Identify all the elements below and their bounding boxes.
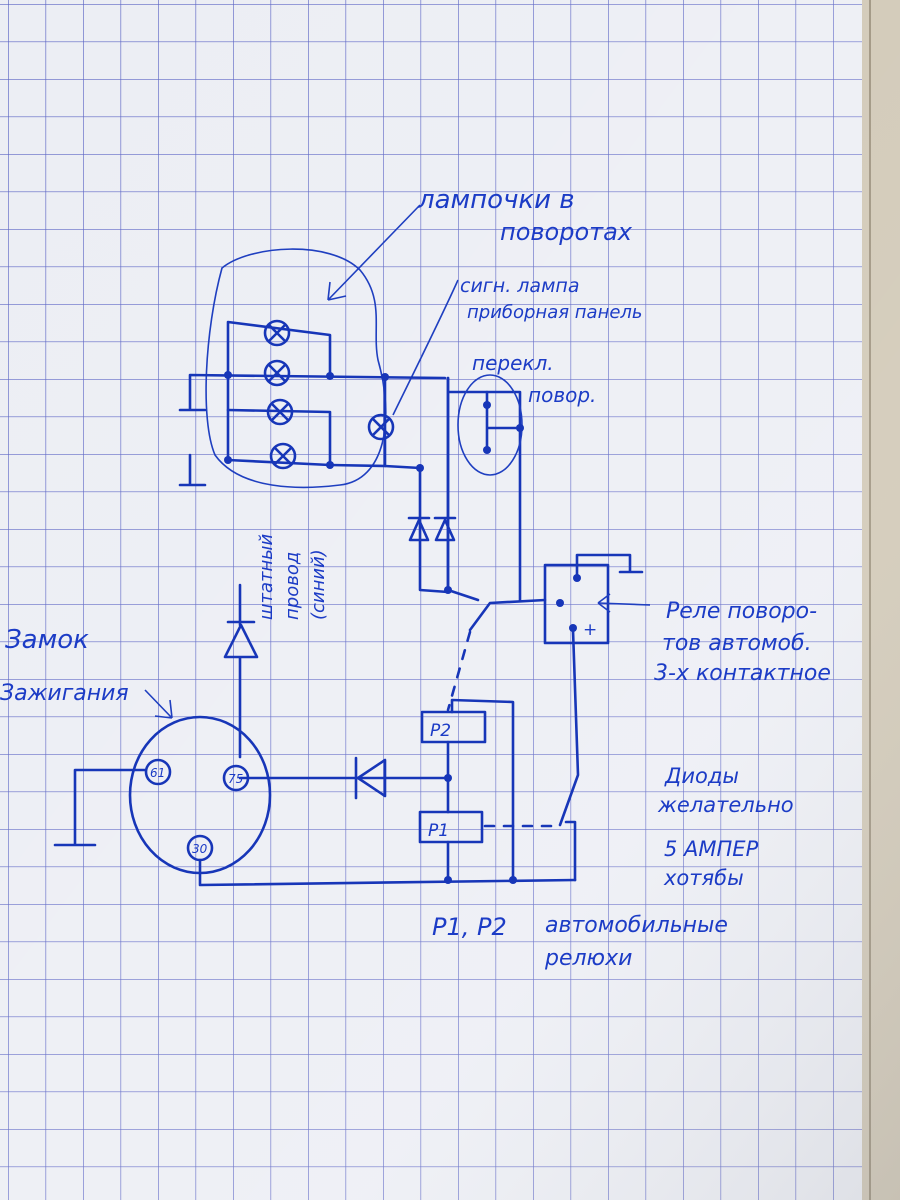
- label-stock-wire: штатный: [256, 534, 277, 620]
- label-ignition-lock: Замок: [5, 625, 89, 655]
- label-switch: повор.: [528, 383, 596, 407]
- ignition-lock: 61 75 30: [53, 689, 272, 875]
- arrow-to-lamps: [327, 204, 421, 301]
- label-flasher-relay: 3-х контактное: [654, 661, 831, 686]
- relay-p1: P1: [418, 810, 577, 882]
- svg-text:P1: P1: [428, 821, 449, 841]
- label-diodes-note: 5 АМПЕР: [664, 837, 759, 861]
- label-relays-caption: автомобильные: [545, 913, 728, 938]
- arrow-to-signal-lamp: [392, 279, 459, 416]
- label-stock-wire: провод: [282, 552, 303, 620]
- relay-p2: P2: [420, 698, 515, 882]
- label-diodes-note: хотябы: [663, 866, 744, 890]
- diode-icon: [223, 583, 259, 759]
- annotations: лампочки в поворотах сигн. лампа приборн…: [0, 185, 831, 971]
- flasher-relay: +: [543, 553, 651, 645]
- turn-signal-switch: [457, 374, 524, 476]
- mechanical-link-p2: [446, 630, 472, 712]
- lamp-icon: [263, 319, 291, 347]
- label-flasher-relay: Реле поворо-: [666, 599, 817, 624]
- signal-lamp-icon: [367, 413, 395, 441]
- label-signal-lamp: сигн. лампа: [460, 275, 579, 297]
- ground-return-wire: [198, 858, 577, 887]
- label-diodes-note: Диоды: [664, 764, 739, 788]
- terminal-61: 61: [150, 766, 165, 780]
- diode-icon: [354, 756, 387, 800]
- label-ignition-lock: Зажигания: [0, 681, 129, 706]
- label-stock-wire: (синий): [308, 549, 329, 620]
- terminal-30: 30: [192, 842, 208, 856]
- label-turn-lamps: поворотах: [500, 218, 633, 246]
- terminal-75: 75: [228, 772, 243, 786]
- relay-p2-contact: [446, 588, 547, 632]
- diode-icon: [433, 516, 457, 542]
- relay-plus-wire: [558, 628, 580, 827]
- label-relays-caption: P1, P2: [432, 913, 507, 941]
- turn-signal-lamps: [263, 319, 395, 470]
- label-turn-lamps: лампочки в: [417, 185, 575, 215]
- relay-plus-pin: +: [583, 620, 597, 640]
- lamp-icon: [269, 442, 297, 470]
- coil-wiring: [238, 740, 450, 882]
- diode-icon: [407, 516, 431, 542]
- label-relays-caption: релюхи: [544, 946, 632, 971]
- lamp-icon: [263, 359, 291, 387]
- svg-text:P2: P2: [430, 721, 451, 741]
- lamp-icon: [266, 398, 294, 426]
- turn-lamps-group-outline: [205, 248, 387, 489]
- label-diodes-note: желательно: [657, 793, 794, 817]
- label-signal-lamp: приборная панель: [467, 302, 643, 323]
- label-switch: перекл.: [472, 351, 554, 375]
- label-flasher-relay: тов автомоб.: [662, 631, 812, 656]
